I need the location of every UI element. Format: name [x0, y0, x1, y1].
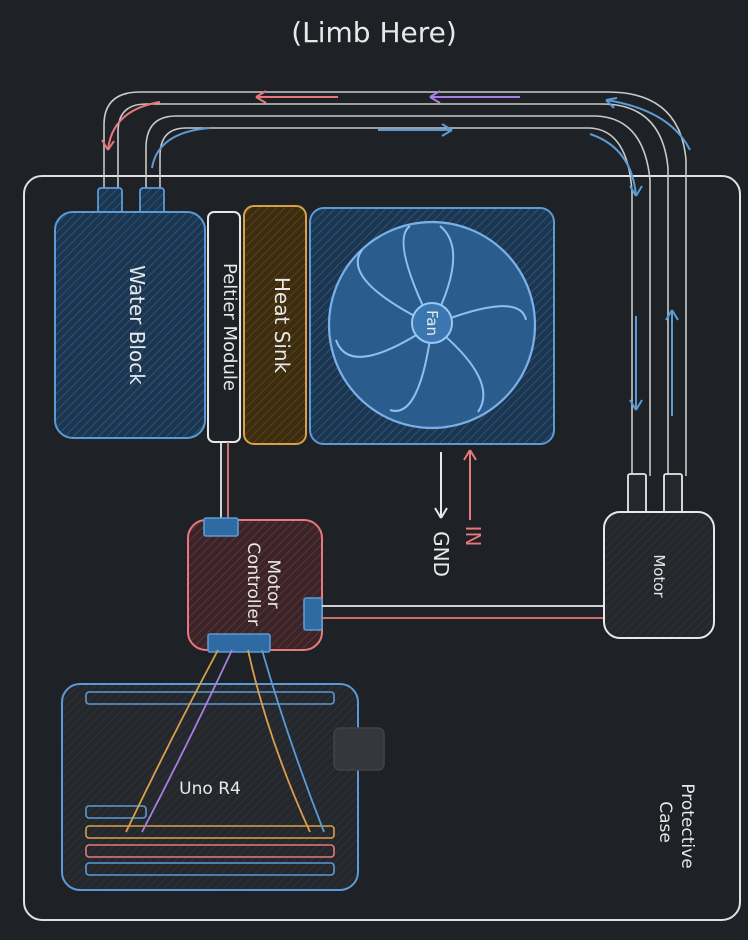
motor-controller-label-line1: Motor [263, 559, 283, 608]
motor-port-right [663, 473, 683, 515]
gnd-label: GND [429, 531, 453, 577]
motor-wires [322, 605, 606, 619]
motor-controller-label-line2: Controller [243, 542, 263, 626]
title-limb-here: (Limb Here) [291, 16, 457, 49]
uno-small-header [85, 805, 147, 819]
water-block [54, 211, 206, 439]
in-label: IN [461, 526, 485, 547]
water-block-label: Water Block [125, 265, 149, 385]
water-block-port-right [139, 187, 165, 215]
heat-sink-label: Heat Sink [270, 277, 294, 374]
case-label-line1: Protective [677, 783, 697, 868]
uno-header-blue [85, 862, 335, 876]
peltier-module-label: Peltier Module [219, 263, 240, 391]
in-arrow [463, 449, 477, 520]
motor-controller-port-top [203, 517, 239, 537]
peltier-wires [220, 442, 229, 520]
uno-header-top [85, 691, 335, 705]
gnd-arrow [434, 452, 448, 519]
fan-label: Fan [423, 310, 441, 336]
protective-case [23, 175, 741, 921]
water-block-port-left [97, 187, 123, 215]
heat-sink [243, 205, 307, 445]
motor-port-left [627, 473, 647, 515]
uno-header-orange [85, 825, 335, 839]
fan-icon [327, 220, 537, 430]
case-label-line2: Case [655, 801, 675, 843]
uno-header-red [85, 844, 335, 858]
peltier-module [207, 211, 241, 443]
controller-uno-wires [125, 649, 325, 833]
flow-arrows [101, 90, 691, 416]
motor-label: Motor [650, 554, 668, 598]
motor-controller-port-bottom [207, 633, 271, 653]
uno-usb-port [333, 727, 385, 771]
motor-controller-port-side [303, 597, 323, 631]
motor [603, 511, 715, 639]
uno-r4-label: Uno R4 [179, 779, 241, 799]
